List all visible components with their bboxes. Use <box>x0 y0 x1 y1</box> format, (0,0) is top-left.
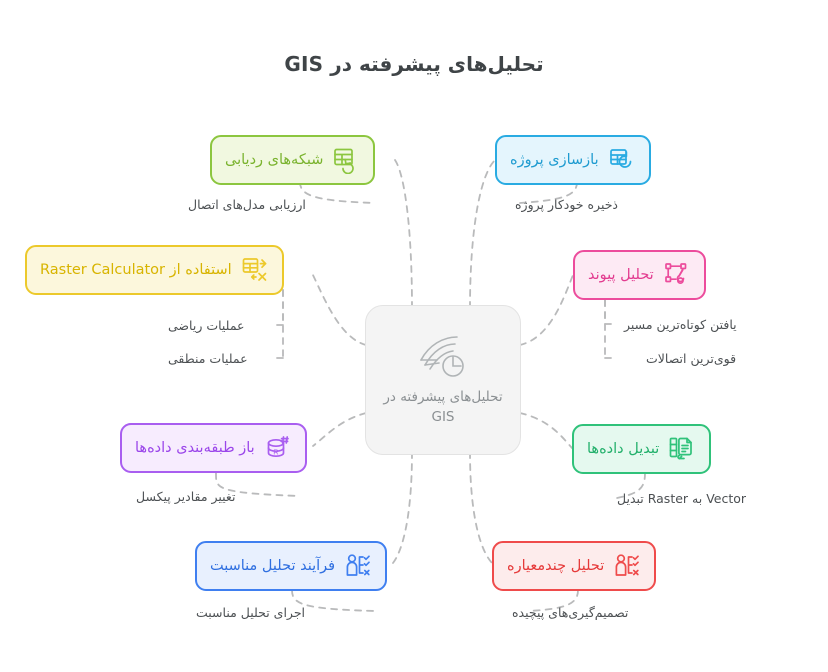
node-tracing-networks[interactable]: شبکه‌های ردیابی <box>210 135 376 185</box>
node-multicriteria-analysis[interactable]: تحلیل چندمعیاره <box>492 541 657 591</box>
node-raster-calculator[interactable]: استفاده از Raster Calculator <box>25 245 284 295</box>
sublabel-suitability-analysis-0: اجرای تحلیل مناسبت <box>196 605 306 620</box>
node-suitability-analysis[interactable]: فرآیند تحلیل مناسبت <box>195 541 388 591</box>
node-convert-data[interactable]: تبدیل داده‌ها <box>572 424 712 474</box>
sublabel-tracing-networks-0: ارزیابی مدل‌های اتصال <box>188 197 306 212</box>
sublabel-convert-data-0: تبدیل Raster به Vector <box>617 491 747 506</box>
node-reclassify-data[interactable]: باز طبقه‌بندی داده‌ها R <box>120 423 307 473</box>
node-tracing-networks-label: شبکه‌های ردیابی <box>225 151 324 168</box>
page-title: تحلیل‌های پیشرفته در GIS <box>284 52 544 76</box>
node-suitability-analysis-label: فرآیند تحلیل مناسبت <box>210 557 336 574</box>
node-multicriteria-analysis-label: تحلیل چندمعیاره <box>507 557 605 574</box>
sublabel-multicriteria-analysis-0: تصمیم‌گیری‌های پیچیده <box>512 605 629 620</box>
node-convert-data-label: تبدیل داده‌ها <box>587 440 660 457</box>
node-raster-calculator-label: استفاده از Raster Calculator <box>40 261 232 278</box>
center-node[interactable]: تحلیل‌های پیشرفته در GIS <box>365 305 521 455</box>
sublabel-link-analysis-1: قوی‌ترین اتصالات <box>646 351 737 366</box>
table-refresh-icon <box>334 148 355 174</box>
center-node-label: تحلیل‌های پیشرفته در GIS <box>383 388 503 425</box>
sublabel-link-analysis-0: یافتن کوتاه‌ترین مسیر <box>624 317 737 332</box>
network-link-icon <box>664 263 687 285</box>
table-calculator-icon <box>242 258 266 281</box>
database-reclass-icon: R <box>267 436 289 458</box>
person-checklist-icon <box>346 554 370 576</box>
sublabel-raster-calculator-1: عملیات منطقی <box>168 351 248 366</box>
sublabel-project-rebuild-0: ذخیره خودکار پروژه <box>515 197 619 212</box>
sublabel-reclassify-data-0: تغییر مقادیر پیکسل <box>136 489 236 504</box>
person-checklist-icon <box>615 554 640 576</box>
node-link-analysis-label: تحلیل پیوند <box>588 266 654 283</box>
node-project-rebuild-label: بازسازی پروژه <box>510 151 599 168</box>
document-convert-icon <box>669 437 693 460</box>
node-link-analysis[interactable]: تحلیل پیوند <box>573 250 706 300</box>
table-restore-icon <box>609 149 631 168</box>
node-project-rebuild[interactable]: بازسازی پروژه <box>495 135 651 185</box>
svg-text:R: R <box>273 448 279 457</box>
analytics-swoosh-clock-icon <box>420 335 464 377</box>
node-reclassify-data-label: باز طبقه‌بندی داده‌ها <box>135 439 255 456</box>
sublabel-raster-calculator-0: عملیات ریاضی <box>168 318 245 333</box>
